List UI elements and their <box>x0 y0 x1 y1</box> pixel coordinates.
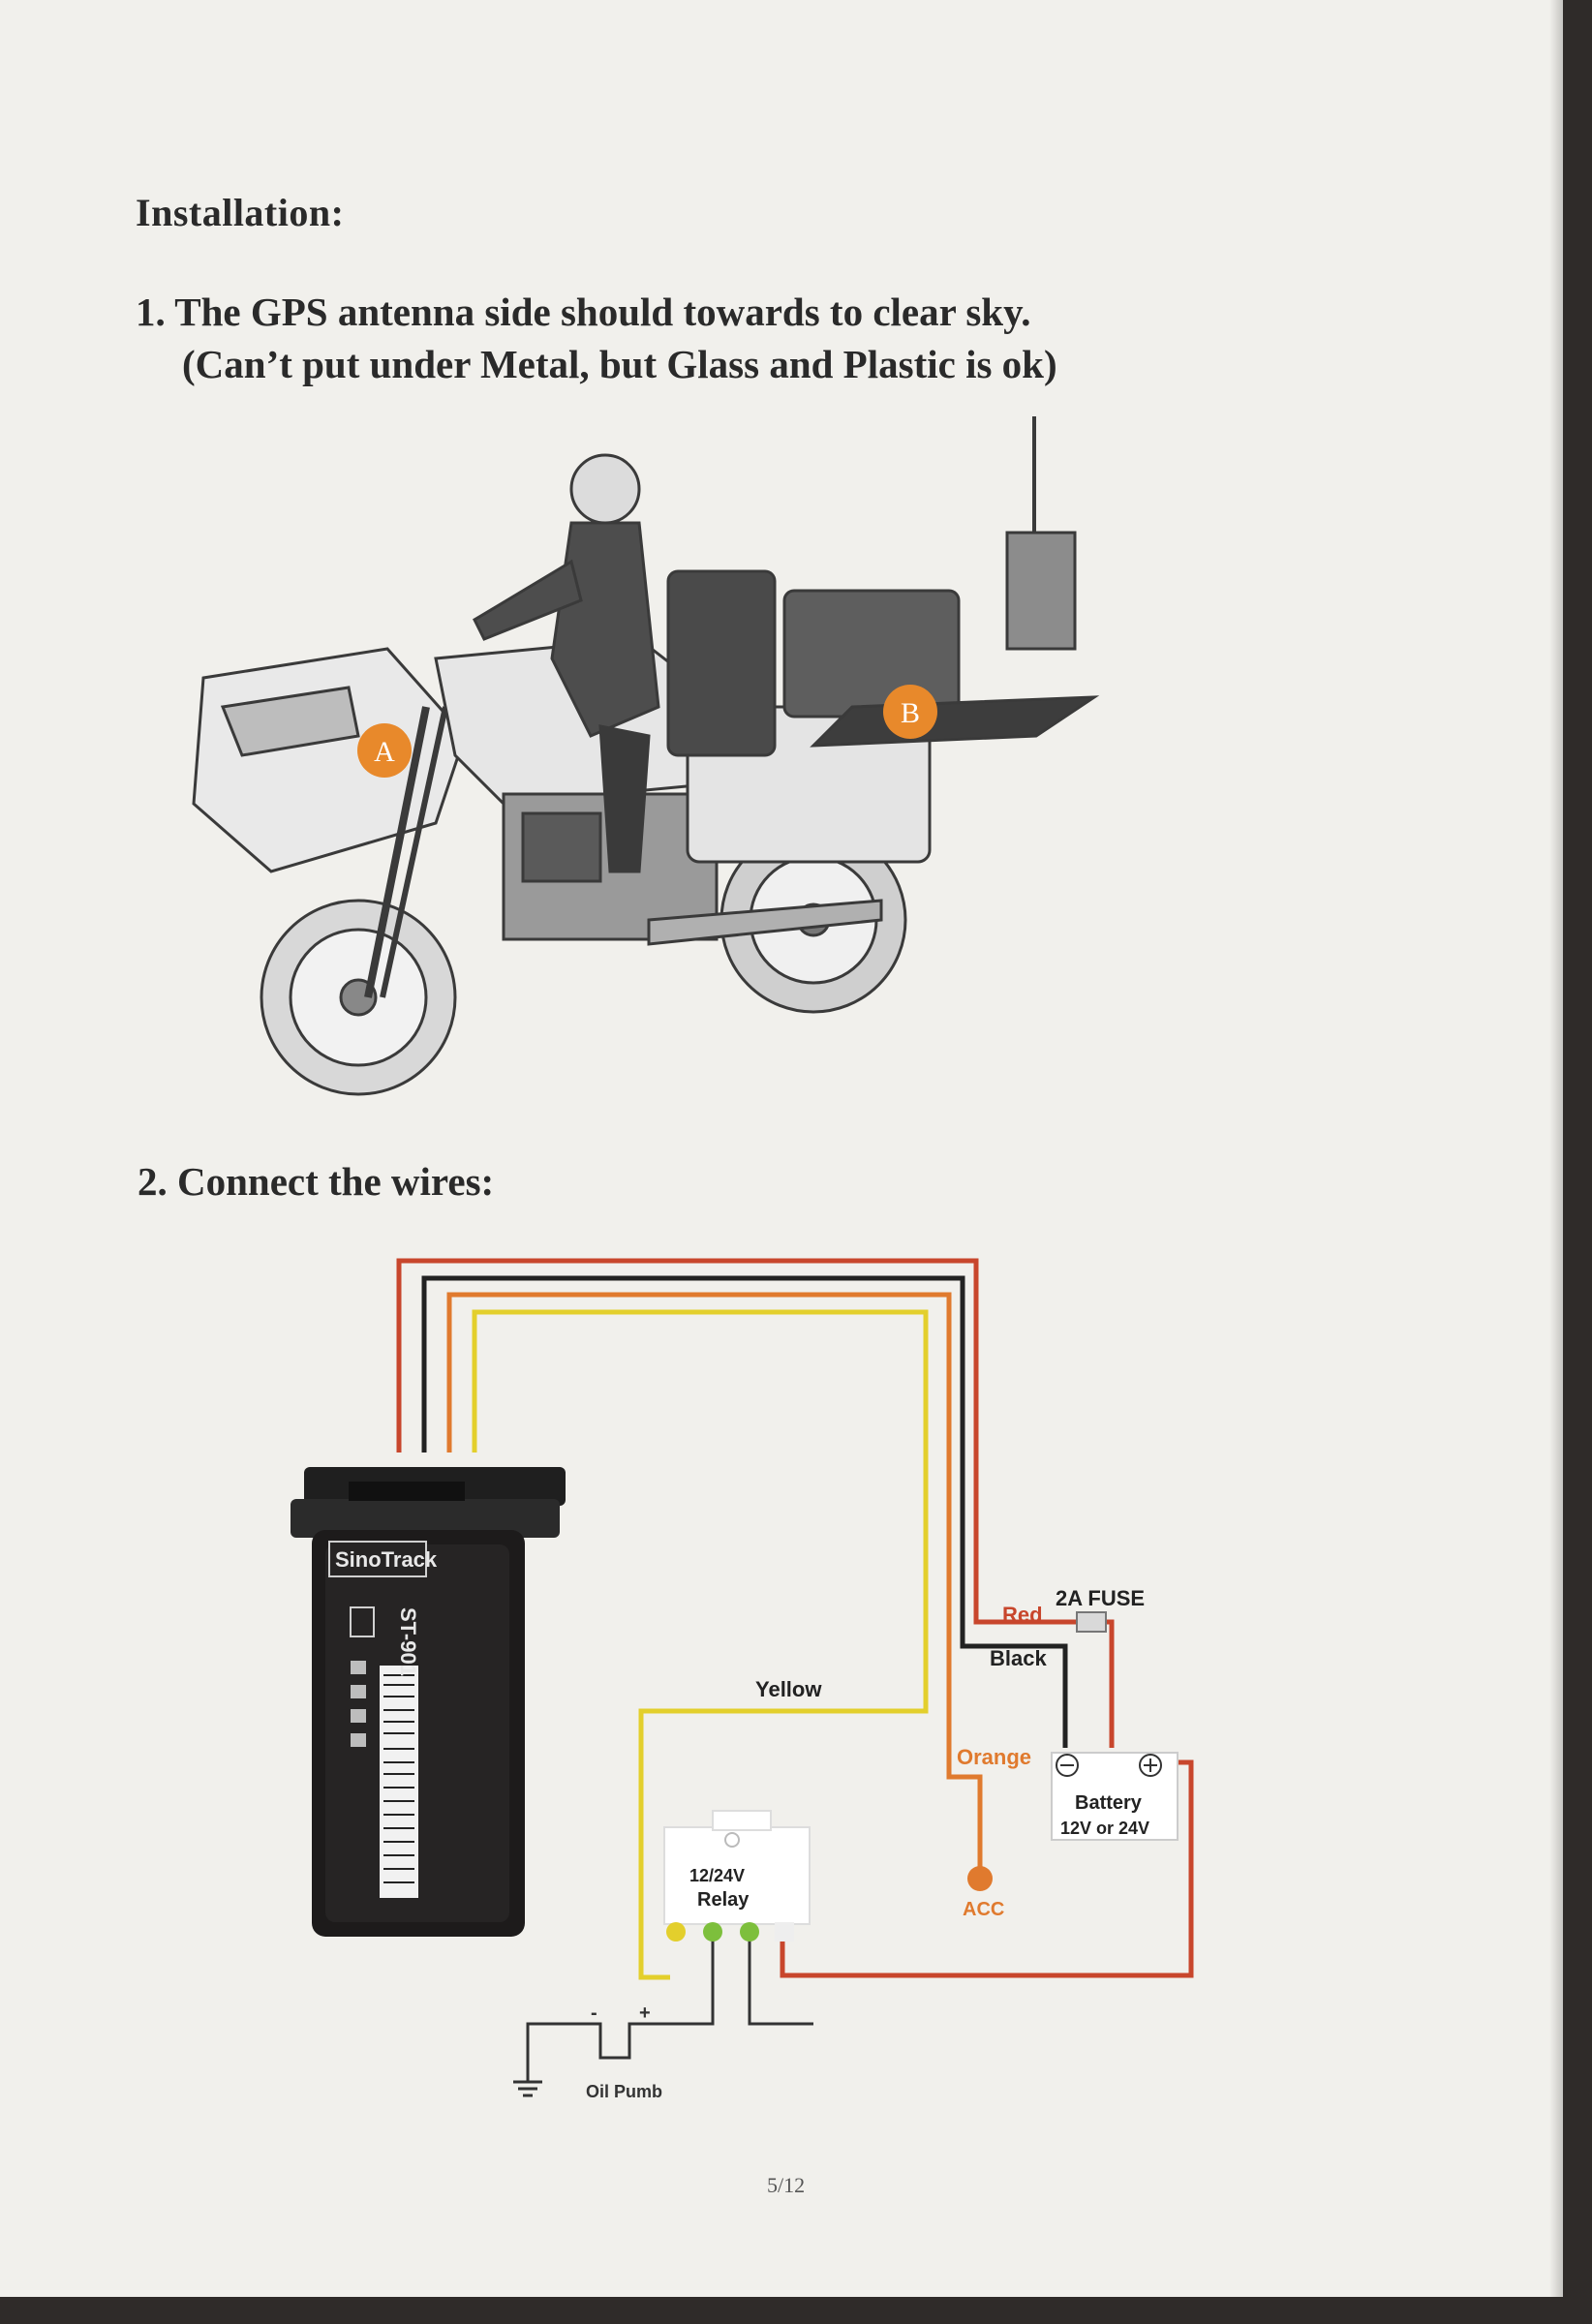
power-icon <box>350 1606 375 1637</box>
yellow-wire-label: Yellow <box>755 1677 822 1701</box>
page-number: 5/12 <box>767 2173 806 2197</box>
relay-label: Relay <box>697 1889 750 1911</box>
device-model: ST-901 <box>396 1607 420 1676</box>
installation-heading: Installation: <box>136 191 345 234</box>
battery <box>1051 1752 1179 1841</box>
yellow-wire <box>472 1309 929 1980</box>
step2-instruction: 2. Connect the wires: <box>138 1159 495 1204</box>
marker-a-label: A <box>374 736 395 768</box>
gps-tracker-device: SinoTrack ST- <box>291 1467 566 1937</box>
red-wire <box>396 1258 1115 1748</box>
step1-instruction: 1. The GPS antenna side should towards t… <box>136 290 1031 334</box>
acc-terminal <box>967 1866 993 1891</box>
step1-note: (Can’t put under Metal, but Glass and Pl… <box>182 342 1057 386</box>
wiring-diagram: SinoTrack ST- <box>291 1258 1194 2101</box>
orange-wire-label: Orange <box>957 1745 1031 1769</box>
device-brand: SinoTrack <box>335 1547 438 1572</box>
marker-a: A <box>357 723 412 778</box>
red-wire-label: Red <box>1002 1603 1043 1627</box>
orange-wire <box>446 1292 983 1869</box>
relay <box>663 1810 811 1942</box>
black-wire <box>421 1275 1068 1748</box>
fuse-label: 2A FUSE <box>1056 1586 1145 1610</box>
marker-b-label: B <box>901 697 920 729</box>
oil-pump-label: Oil Pumb <box>586 2082 662 2101</box>
acc-label: ACC <box>963 1899 1004 1920</box>
pump-minus-label: - <box>591 2003 597 2024</box>
certification-icons <box>351 1661 366 1747</box>
battery-voltage-label: 12V or 24V <box>1060 1819 1149 1838</box>
pump-plus-label: + <box>639 2003 651 2024</box>
black-wire-label: Black <box>990 1646 1047 1670</box>
motorcycle-illustration: A B <box>192 416 1100 1096</box>
relay-voltage-label: 12/24V <box>689 1866 745 1885</box>
pump-wire <box>526 1939 715 2060</box>
fuse <box>1076 1611 1107 1633</box>
red-return-wire <box>780 1759 1194 1978</box>
relay-output-wire <box>748 1939 813 2026</box>
manual-page: Installation: 1. The GPS antenna side sh… <box>0 0 1563 2297</box>
ground-icon <box>513 2058 542 2097</box>
battery-label: Battery <box>1075 1792 1143 1814</box>
marker-b: B <box>883 685 937 739</box>
